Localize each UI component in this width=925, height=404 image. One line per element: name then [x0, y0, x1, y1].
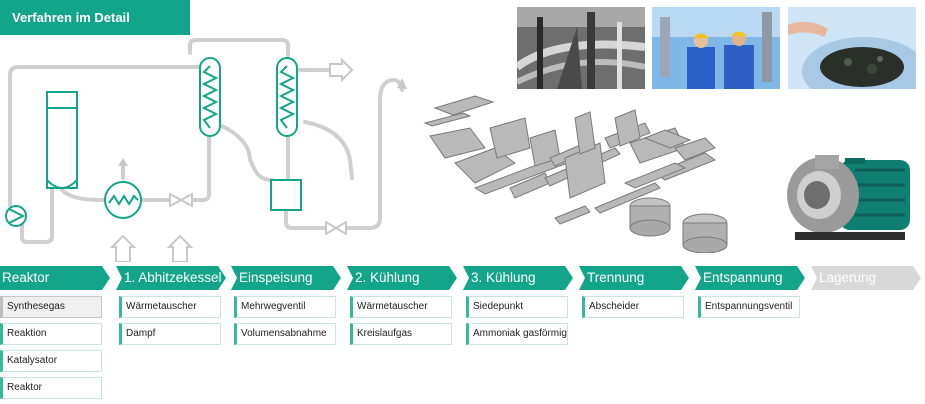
step-item[interactable]: Siedepunkt	[466, 296, 568, 318]
step-item[interactable]: Reaktor	[0, 377, 102, 399]
step-item[interactable]: Mehrwegventil	[234, 296, 336, 318]
step-7[interactable]: Entspannung	[695, 266, 805, 290]
workers-photo	[652, 7, 780, 89]
page-title: Verfahren im Detail	[0, 0, 190, 35]
step-1[interactable]: Reaktor	[0, 266, 110, 290]
step-7-items: Entspannungsventil	[698, 296, 800, 323]
step-item[interactable]: Abscheider	[582, 296, 684, 318]
step-item[interactable]: Entspannungsventil	[698, 296, 800, 318]
step-item[interactable]: Wärmetauscher	[350, 296, 452, 318]
step-6-items: Abscheider	[582, 296, 684, 323]
step-item[interactable]: Katalysator	[0, 350, 102, 372]
plant-3d-illustration	[423, 95, 728, 253]
step-item[interactable]: Synthesegas	[0, 296, 102, 318]
step-8[interactable]: Lagerung	[811, 266, 921, 290]
step-3[interactable]: Einspeisung	[231, 266, 341, 290]
step-item[interactable]: Ammoniak gasförmig	[466, 323, 568, 345]
step-item[interactable]: Dampf	[119, 323, 221, 345]
step-item[interactable]: Wärmetauscher	[119, 296, 221, 318]
refinery-photo	[517, 7, 645, 89]
step-item[interactable]: Reaktion	[0, 323, 102, 345]
catalyst-photo	[788, 7, 916, 89]
step-5[interactable]: 3. Kühlung	[463, 266, 573, 290]
step-item[interactable]: Volumensabnahme	[234, 323, 336, 345]
step-6[interactable]: Trennung	[579, 266, 689, 290]
step-4[interactable]: 2. Kühlung	[347, 266, 457, 290]
process-flow-diagram	[5, 38, 407, 262]
pump-illustration	[787, 155, 910, 240]
step-item[interactable]: Kreislaufgas	[350, 323, 452, 345]
step-2[interactable]: 1. Abhitzekessel	[116, 266, 226, 290]
